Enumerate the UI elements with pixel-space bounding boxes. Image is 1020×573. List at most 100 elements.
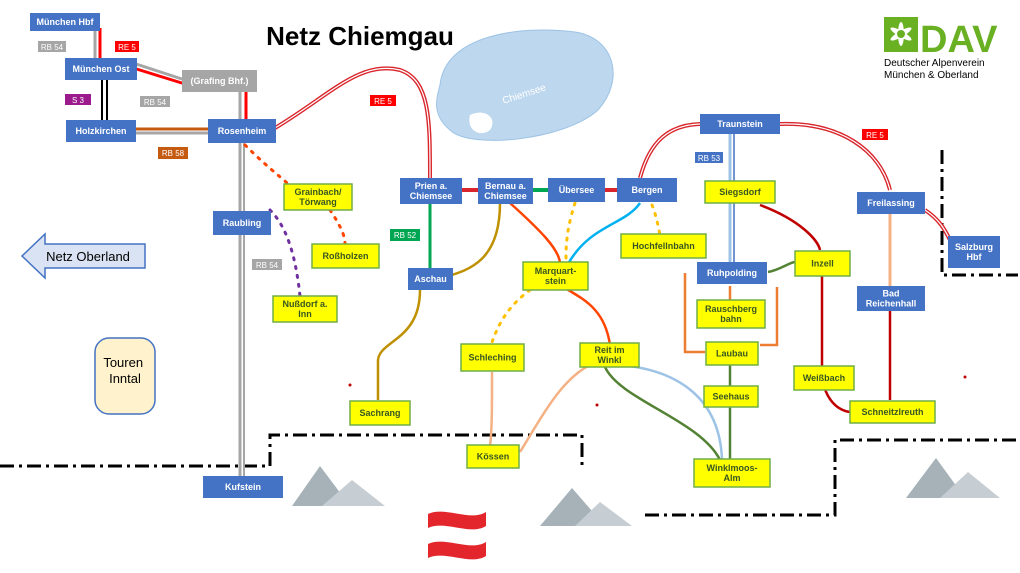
box-shape: [283, 183, 353, 211]
bus-stop-koessen: Kössen: [466, 444, 520, 469]
line-badge-label: S 3: [72, 96, 85, 105]
box-shape: [466, 444, 520, 469]
box-label: stein: [545, 276, 566, 286]
bus-stop-hochfellnbahn: Hochfellnbahn: [620, 233, 707, 259]
box-shape: [857, 192, 925, 214]
box-label: Ruhpolding: [707, 268, 757, 278]
dav-logo-mark: DAV: [920, 19, 998, 61]
train-station-kufstein: Kufstein: [203, 476, 283, 498]
box-label: Sachrang: [359, 408, 400, 418]
box-label: Marquart-: [535, 266, 577, 276]
box-label: Rauschberg: [705, 304, 757, 314]
line-badge-label: RB 54: [256, 261, 279, 270]
box-shape: [182, 70, 257, 92]
box-label: Winklmoos-: [707, 463, 758, 473]
box-shape: [948, 236, 1000, 268]
dav-logo-line1: Deutscher Alpenverein: [884, 58, 985, 69]
mountain-icon: [292, 466, 385, 506]
box-shape: [849, 400, 936, 424]
train-station-holzkirchen: Holzkirchen: [66, 120, 136, 142]
bus-stop-rossholzen: Roßholzen: [311, 243, 380, 269]
box-shape: [704, 180, 776, 204]
box-shape: [697, 262, 767, 284]
box-shape: [213, 211, 271, 235]
box-label: Prien a.: [415, 181, 448, 191]
train-station-muenchen-ost: München Ost: [65, 58, 137, 80]
box-shape: [203, 476, 283, 498]
box-label: (Grafing Bhf.): [191, 76, 249, 86]
box-shape: [548, 178, 605, 202]
bus-stop-siegsdorf: Siegsdorf: [704, 180, 776, 204]
bus-stop-grainbach: Grainbach/Törwang: [283, 183, 353, 211]
box-label: Chiemsee: [484, 191, 527, 201]
box-shape: [208, 119, 276, 143]
box-shape: [794, 250, 851, 277]
netz-oberland-link[interactable]: Netz Oberland: [20, 232, 146, 280]
box-label: Hochfellnbahn: [632, 241, 695, 251]
line-badge-label: RE 5: [866, 131, 884, 140]
line-badge: S 3: [65, 94, 91, 105]
box-label: Laubau: [716, 349, 748, 359]
touren-inntal-label: Touren Inntal: [103, 355, 146, 386]
box-shape: [579, 342, 640, 368]
box-shape: [349, 400, 411, 426]
train-station-ruhpolding: Ruhpolding: [697, 262, 767, 284]
line-badge-label: RB 54: [144, 98, 167, 107]
box-label: München Ost: [72, 64, 129, 74]
train-station-grafing: (Grafing Bhf.): [182, 70, 257, 92]
dav-logo-line2: München & Oberland: [884, 70, 979, 81]
box-label: Freilassing: [867, 198, 915, 208]
mountain-icon: [540, 488, 632, 526]
line-badge: RE 5: [370, 95, 396, 106]
line-badge-label: RB 58: [162, 149, 185, 158]
box-label: Roßholzen: [323, 251, 369, 261]
box-shape: [696, 299, 766, 329]
box-label: Übersee: [559, 185, 595, 195]
bus-stop-laubau: Laubau: [705, 341, 759, 366]
box-shape: [620, 233, 707, 259]
mountain-icon: [906, 458, 1000, 498]
touren-inntal-link[interactable]: Touren Inntal: [94, 337, 156, 415]
box-shape: [272, 295, 338, 323]
box-shape: [793, 365, 855, 391]
box-label: Kufstein: [225, 482, 261, 492]
line-badge-label: RE 5: [118, 43, 136, 52]
chiemsee-lake: Chiemsee: [436, 29, 614, 141]
bus-stop-winklmoos: Winklmoos-Alm: [693, 458, 771, 488]
box-shape: [408, 268, 453, 290]
train-station-aschau: Aschau: [408, 268, 453, 290]
box-shape: [478, 178, 533, 204]
box-label: Winkl: [598, 355, 622, 365]
box-label: Inn: [298, 309, 312, 319]
box-label: Siegsdorf: [719, 187, 762, 197]
line-badge: RB 52: [390, 229, 420, 241]
box-label: Nußdorf a.: [283, 299, 328, 309]
border-line: [0, 150, 1018, 517]
box-label: Chiemsee: [410, 191, 453, 201]
box-shape: [705, 341, 759, 366]
line-badge: RE 5: [862, 129, 888, 140]
line-badge: RB 54: [38, 41, 66, 52]
box-label: Weißbach: [803, 373, 845, 383]
box-label: Inzell: [811, 259, 834, 269]
train-station-bergen: Bergen: [617, 178, 677, 202]
bus-stop-nussdorf: Nußdorf a.Inn: [272, 295, 338, 323]
train-station-raubling: Raubling: [213, 211, 271, 235]
box-label: Schneitzlreuth: [861, 407, 923, 417]
dav-logo: DAV Deutscher Alpenverein München & Ober…: [884, 17, 998, 81]
box-shape: [700, 114, 780, 134]
box-shape: [65, 58, 137, 80]
line-badge: RB 58: [158, 147, 188, 159]
box-label: bahn: [720, 314, 742, 324]
edelweiss-icon: [890, 22, 912, 46]
box-label: Bernau a.: [485, 181, 526, 191]
box-label: Raubling: [223, 218, 262, 228]
line-badge-label: RB 53: [698, 154, 721, 163]
box-shape: [30, 13, 100, 31]
box-label: Rosenheim: [218, 126, 267, 136]
box-shape: [311, 243, 380, 269]
